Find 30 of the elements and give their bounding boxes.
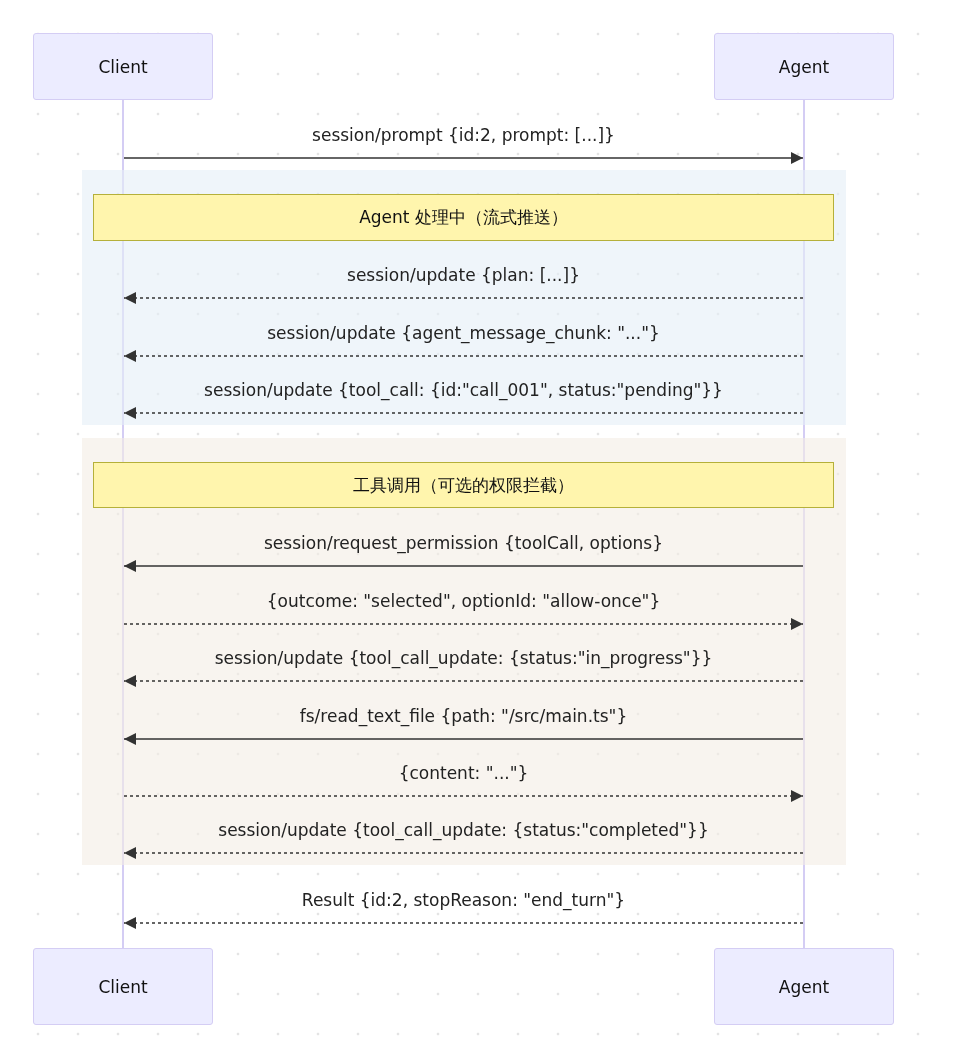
message-label: session/update {agent_message_chunk: "..."}: [267, 323, 660, 343]
message-label: session/update {tool_call_update: {status:"in_progress"}}: [214, 648, 713, 668]
message-arrow: [123, 847, 804, 859]
message-arrow: [123, 618, 804, 630]
message-arrow: [123, 790, 804, 802]
message-label: fs/read_text_file {path: "/src/main.ts"}: [299, 706, 628, 726]
message-label: session/update {plan: [...]}: [347, 265, 580, 285]
message-label: session/request_permission {toolCall, options}: [264, 533, 663, 553]
note-box: 工具调用（可选的权限拦截）: [93, 462, 834, 508]
participant-box: Client: [33, 33, 213, 100]
message-arrow: [123, 917, 804, 929]
message-arrow: [123, 407, 804, 419]
message-label: {outcome: "selected", optionId: "allow-once"}: [266, 591, 661, 611]
participant-box: Client: [33, 948, 213, 1025]
highlight-band: [82, 170, 846, 425]
message-arrow: [123, 560, 804, 572]
message-arrow: [123, 152, 804, 164]
message-label: session/update {tool_call_update: {status:"completed"}}: [218, 820, 709, 840]
message-arrow: [123, 733, 804, 745]
highlight-band: [82, 438, 846, 865]
message-label: session/prompt {id:2, prompt: [...]}: [312, 125, 615, 145]
message-arrow: [123, 292, 804, 304]
message-arrow: [123, 675, 804, 687]
participant-box: Agent: [714, 33, 894, 100]
note-box: Agent 处理中（流式推送）: [93, 194, 834, 241]
message-label: Result {id:2, stopReason: "end_turn"}: [301, 890, 626, 910]
message-arrow: [123, 350, 804, 362]
message-label: {content: "..."}: [398, 763, 529, 783]
participant-box: Agent: [714, 948, 894, 1025]
message-label: session/update {tool_call: {id:"call_001", status:"pending"}}: [204, 380, 723, 400]
